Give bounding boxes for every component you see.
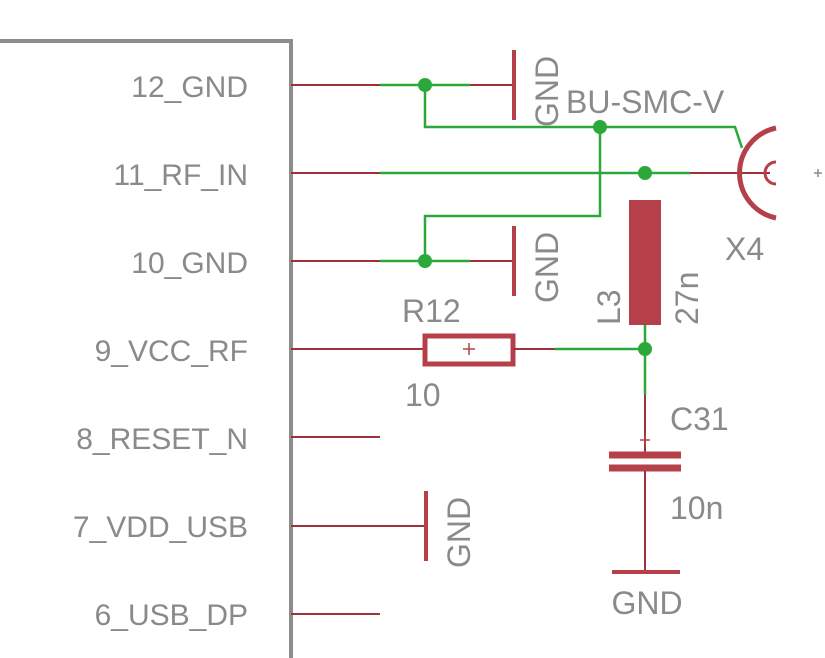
pin-label-8-reset-n: 8_RESET_N [76, 423, 248, 456]
gnd-symbol-vdd-usb: GND [380, 491, 477, 568]
gnd-label-capacitor: GND [611, 585, 682, 621]
capacitor-c31: C31 10n GND [609, 395, 729, 621]
junction-dot [638, 342, 652, 356]
inductor-value: 27n [669, 272, 705, 325]
connector-value: BU-SMC-V [566, 84, 725, 120]
net-gnd-link-top [423, 85, 600, 129]
resistor-name: R12 [402, 293, 461, 329]
pin-label-6-usb-dp: 6_USB_DP [95, 599, 248, 632]
inductor-body [629, 200, 661, 325]
pin-label-10-gnd: 10_GND [131, 247, 248, 280]
gnd-label-top: GND [529, 56, 565, 127]
pin-label-12-gnd: 12_GND [131, 71, 248, 104]
gnd-label-vdd-usb: GND [441, 497, 477, 568]
ic-body-outline [0, 39, 293, 658]
gnd-symbol-top: GND [470, 50, 565, 127]
inductor-l3: L3 27n [591, 200, 705, 325]
connector-x4: BU-SMC-V X4 [566, 84, 822, 267]
capacitor-name: C31 [670, 401, 729, 437]
pin-label-11-rf-in: 11_RF_IN [113, 159, 248, 192]
pin-label-9-vcc-rf: 9_VCC_RF [95, 335, 248, 368]
capacitor-value: 10n [670, 490, 723, 526]
junction-dot [418, 254, 432, 268]
junction-dot [638, 166, 652, 180]
net-gnd-link-bottom [423, 127, 602, 261]
gnd-symbol-mid: GND [470, 226, 565, 303]
inductor-name: L3 [591, 289, 627, 325]
net-connector-ground [600, 125, 744, 149]
junction-dot [593, 120, 607, 134]
connector-name: X4 [725, 231, 764, 267]
pin-label-7-vdd-usb: 7_VDD_USB [73, 511, 248, 544]
gnd-label-mid: GND [529, 232, 565, 303]
junction-dot [418, 78, 432, 92]
resistor-value: 10 [405, 377, 441, 413]
resistor-r12: R12 10 [380, 293, 555, 413]
